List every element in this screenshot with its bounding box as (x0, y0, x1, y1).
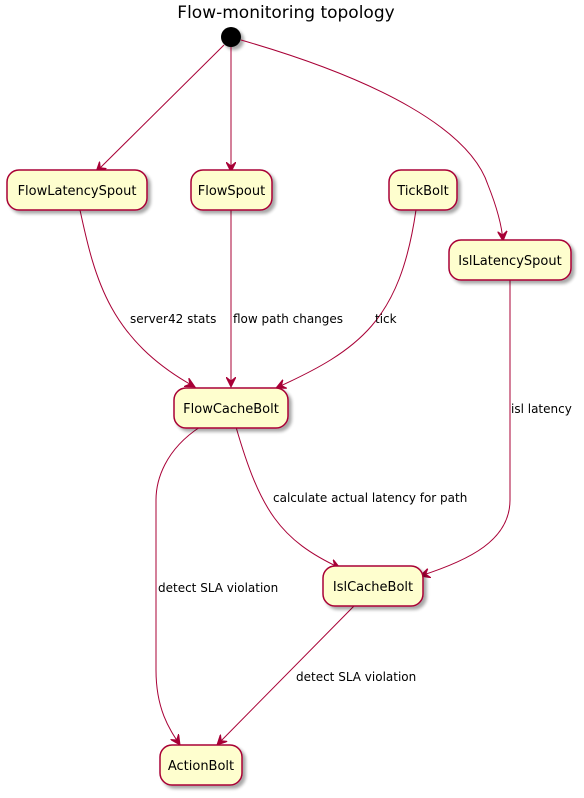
edge-calc-latency (235, 426, 340, 568)
edge-detect-sla-2 (217, 605, 355, 745)
edge-start-to-isl-latency-spout (240, 39, 503, 241)
edge-label-calc-latency: calculate actual latency for path (273, 491, 467, 505)
edge-label-detect-sla-1: detect SLA violation (158, 581, 278, 595)
edge-isl-latency (420, 280, 511, 576)
node-flow-cache-bolt: FlowCacheBolt (173, 387, 289, 429)
edge-label-tick: tick (375, 312, 397, 326)
edge-server42-stats (79, 209, 195, 387)
node-label: IslCacheBolt (333, 580, 413, 595)
edge-label-isl-latency: isl latency (511, 402, 572, 416)
node-label: IslLatencySpout (458, 254, 561, 269)
node-flow-latency-spout: FlowLatencySpout (6, 169, 148, 211)
edge-label-flow-path-changes: flow path changes (233, 312, 343, 326)
node-isl-latency-spout: IslLatencySpout (448, 239, 572, 281)
edge-label-server42-stats: server42 stats (130, 312, 216, 326)
edge-tick (276, 209, 417, 388)
edge-label-detect-sla-2: detect SLA violation (296, 670, 416, 684)
node-label: TickBolt (396, 184, 448, 199)
node-label: ActionBolt (168, 759, 234, 774)
diagram-title: Flow-monitoring topology (177, 3, 394, 23)
node-label: FlowLatencySpout (18, 184, 137, 199)
edge-detect-sla-1 (155, 426, 201, 745)
node-action-bolt: ActionBolt (159, 744, 243, 786)
edge-start-to-flow-latency-spout (96, 44, 225, 172)
node-label: FlowCacheBolt (183, 402, 279, 417)
start-node (221, 27, 241, 47)
node-label: FlowSpout (198, 184, 265, 199)
node-flow-spout: FlowSpout (190, 169, 273, 211)
node-isl-cache-bolt: IslCacheBolt (322, 565, 424, 607)
node-tick-bolt: TickBolt (388, 169, 458, 211)
